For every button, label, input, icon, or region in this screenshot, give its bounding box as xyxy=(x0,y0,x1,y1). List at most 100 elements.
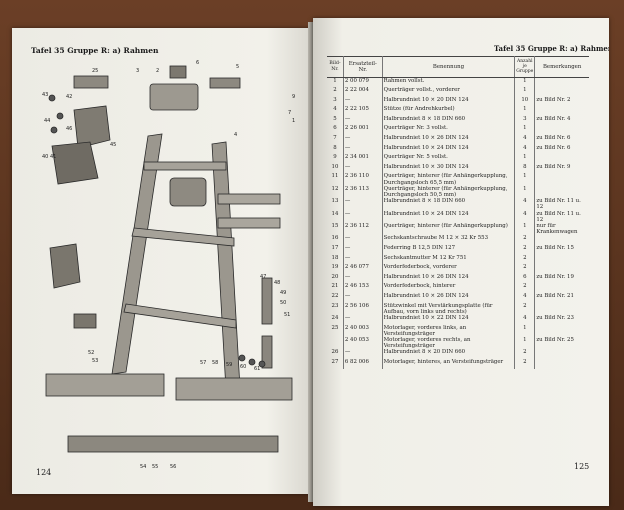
cell-qty: 1 xyxy=(514,154,536,164)
col-pos-header: Bild-Nr. xyxy=(327,56,344,78)
cell-pos: 25 xyxy=(327,324,344,338)
cell-qty: 4 xyxy=(514,210,536,224)
cell-designation: Sechskantmutter M 12 Kr 751 xyxy=(382,254,516,265)
cell-part-no: — xyxy=(343,144,383,155)
cell-qty: 4 xyxy=(514,144,536,155)
cell-pos: 24 xyxy=(327,315,344,325)
cell-qty: 10 xyxy=(514,96,536,107)
callout: 1 xyxy=(292,118,295,124)
cell-part-no: — xyxy=(343,315,383,325)
callout: 55 xyxy=(152,464,158,470)
cell-qty: 4 xyxy=(514,315,536,325)
cell-designation: Halbrundniet 10 × 24 DIN 124 xyxy=(382,144,516,155)
cell-designation: Halbrundniet 8 × 18 DIN 660 xyxy=(382,115,516,126)
cell-qty: 1 xyxy=(514,173,536,186)
cell-part-no: 2 36 113 xyxy=(343,185,383,199)
cell-pos: 17 xyxy=(327,245,344,255)
callout: 9 xyxy=(292,94,295,100)
callout: 40 xyxy=(42,154,48,160)
cell-remarks: zu Bild Nr. 6 xyxy=(536,135,571,142)
cell-pos: 5 xyxy=(327,115,344,126)
cell-qty: 1 xyxy=(514,106,536,116)
front-crossmember-part xyxy=(149,83,199,111)
cell-part-no: 2 22 004 xyxy=(343,87,383,97)
bracket-part xyxy=(49,243,81,289)
callout: 5 xyxy=(236,64,239,70)
bracket-part xyxy=(209,77,241,89)
cell-pos: 9 xyxy=(327,154,344,164)
spring-bracket-part xyxy=(51,141,99,185)
callout-numbers: 25 3 2 6 5 9 7 1 4 40 41 42 43 44 45 46 … xyxy=(42,60,295,470)
cell-pos: 2 xyxy=(327,87,344,97)
cell-part-no: 2 36 110 xyxy=(343,173,383,186)
cell-part-no: — xyxy=(343,293,383,303)
cell-pos: 18 xyxy=(327,254,344,265)
callout: 60 xyxy=(240,364,246,370)
cell-part-no: — xyxy=(343,115,383,126)
cell-remarks: zu Bild Nr. 2 xyxy=(536,96,571,103)
cell-part-no: 2 46 153 xyxy=(343,283,383,294)
cell-designation: Federring B 12,5 DIN 127 xyxy=(382,245,516,255)
cell-pos: 8 xyxy=(327,144,344,155)
callout: 45 xyxy=(110,142,116,148)
callout: 48 xyxy=(274,280,280,286)
callout: 52 xyxy=(88,350,94,356)
callout: 6 xyxy=(196,60,199,66)
cell-designation: Querträger Nr. 5 vollst. xyxy=(382,154,516,164)
cell-pos: 27 xyxy=(327,359,344,369)
cell-pos: 3 xyxy=(327,96,344,107)
cell-part-no: 2 40 053 xyxy=(343,337,383,350)
frame-rail-left xyxy=(111,133,163,375)
cell-part-no: 2 22 105 xyxy=(343,106,383,116)
cell-designation: Rahmen vollst. xyxy=(382,77,516,88)
cell-pos: 12 xyxy=(327,185,344,199)
crossmember-part xyxy=(143,161,227,171)
cell-qty: 1 xyxy=(514,337,536,350)
cell-qty: 1 xyxy=(514,87,536,97)
cell-designation: Halbrundniet 10 × 20 DIN 124 xyxy=(382,96,516,107)
cell-qty: 1 xyxy=(514,223,536,236)
cell-part-no: — xyxy=(343,210,383,224)
cell-remarks: zu Bild Nr. 21 xyxy=(536,293,574,300)
col-partno-header: Ersatzteil-Nr. xyxy=(343,56,383,78)
cell-pos: 4 xyxy=(327,106,344,116)
frame-exploded-drawing: 25 3 2 6 5 9 7 1 4 40 41 42 43 44 45 46 … xyxy=(42,60,295,470)
rear-crossmember-part xyxy=(217,193,281,205)
cell-part-no: — xyxy=(343,198,383,211)
cell-remarks: zu Bild Nr. 23 xyxy=(536,315,574,322)
cell-pos: 14 xyxy=(327,210,344,224)
callout: 59 xyxy=(226,362,232,368)
callout: 56 xyxy=(170,464,176,470)
cell-qty: 2 xyxy=(514,359,536,369)
cell-designation: Querträger, hinterer (für Anhängerkupplu… xyxy=(382,185,516,199)
cell-remarks xyxy=(535,77,589,87)
cell-remarks xyxy=(535,359,589,369)
callout: 61 xyxy=(254,366,260,372)
cell-pos: 15 xyxy=(327,223,344,236)
cell-remarks: nur für Krankenwagen xyxy=(536,223,578,236)
cell-designation: Motorlager, vorderes links, an Versteifu… xyxy=(382,324,516,338)
cell-remarks xyxy=(535,303,589,315)
cell-qty: 1 xyxy=(514,185,536,199)
cell-remarks: zu Bild Nr. 11 u. 12 xyxy=(536,210,581,223)
parts-table: Bild-Nr. Ersatzteil-Nr. Benennung Anzahl… xyxy=(327,56,589,369)
cell-designation: Stütze (für Andrehkurbel) xyxy=(382,106,516,116)
cell-part-no: — xyxy=(343,273,383,284)
callout: 53 xyxy=(92,358,98,364)
cell-remarks: zu Bild Nr. 4 xyxy=(536,115,571,122)
callout: 42 xyxy=(66,94,72,100)
cell-remarks xyxy=(535,87,589,97)
